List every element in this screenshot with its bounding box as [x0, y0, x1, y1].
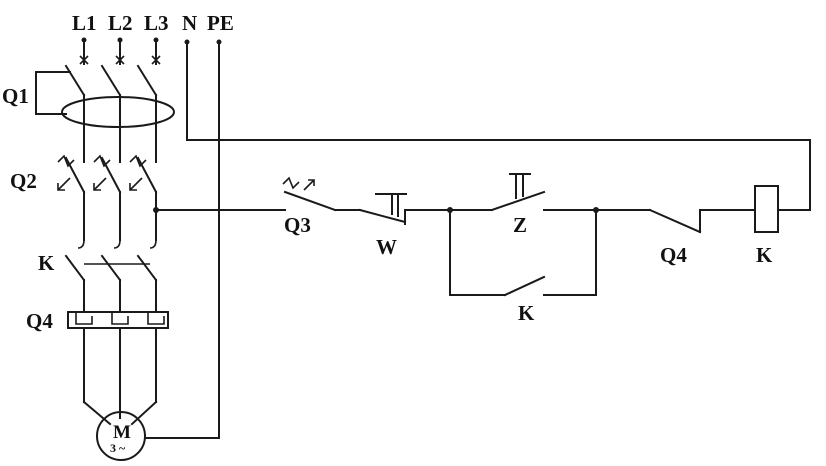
- q2-terminals: [77, 239, 157, 249]
- label-q4-ctrl: Q4: [660, 243, 687, 267]
- label-q3: Q3: [284, 213, 311, 237]
- label-n: N: [182, 11, 197, 35]
- pe-line: [144, 39, 222, 439]
- motor-letter: M: [113, 422, 131, 443]
- thermal-relay-q4-main: [67, 311, 169, 403]
- motor-phase: 3 ~: [110, 441, 126, 455]
- label-q2: Q2: [10, 169, 37, 193]
- label-k-coil: K: [756, 243, 773, 267]
- label-z: Z: [513, 213, 527, 237]
- label-w: W: [376, 235, 397, 259]
- label-l3: L3: [144, 11, 169, 35]
- motor: M 3 ~: [82, 400, 158, 461]
- label-k-main: K: [38, 251, 55, 275]
- breaker-q1: [35, 64, 175, 151]
- neutral-line: [184, 39, 811, 211]
- label-q1: Q1: [2, 84, 29, 108]
- label-q4-main: Q4: [26, 309, 53, 333]
- control-circuit: [153, 173, 779, 297]
- label-l1: L1: [72, 11, 97, 35]
- contactor-k-main: [64, 254, 158, 313]
- label-l2: L2: [108, 11, 133, 35]
- switch-q2: [57, 149, 158, 241]
- label-k-hold: K: [518, 301, 535, 325]
- phase-lines: [79, 37, 161, 65]
- label-pe: PE: [207, 11, 234, 35]
